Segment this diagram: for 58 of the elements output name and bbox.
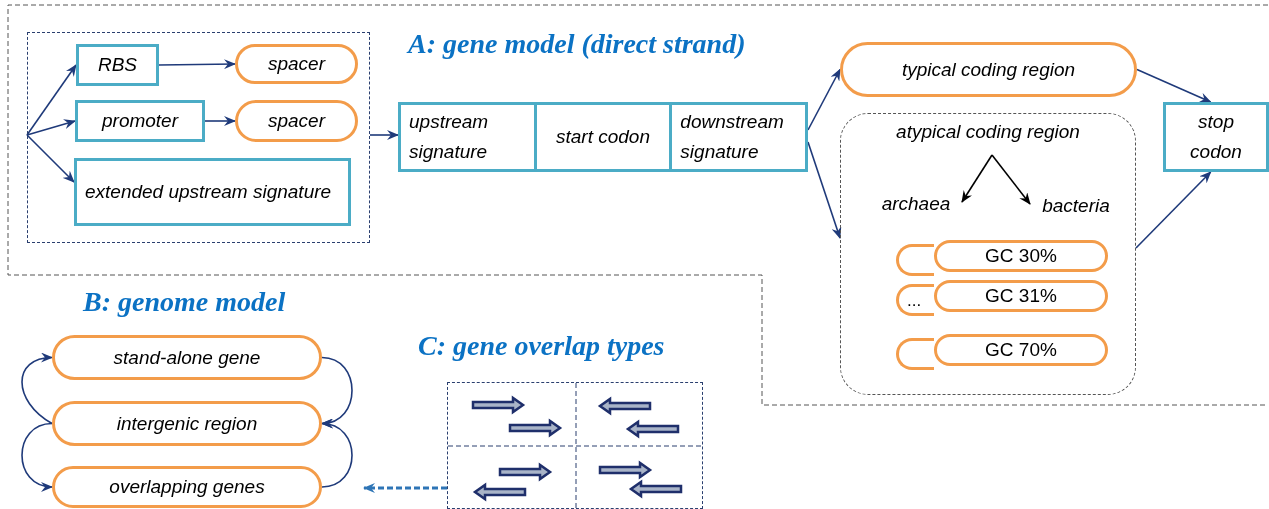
rounded-box [896,244,934,276]
arrow [369,130,399,140]
node-text: stand-alone gene [113,345,261,370]
arrow [1136,68,1212,103]
rounded-box [235,100,358,142]
section-heading: A: gene model (direct strand) [408,30,746,58]
dashed-group-box [27,32,370,243]
node-text: upstream signature [409,110,490,164]
node-text: spacer [268,52,325,76]
node-text: atypical coding region [896,120,1080,144]
arrow [204,116,236,126]
node-text: RBS [97,53,138,77]
rounded-box [840,42,1137,97]
segmented-box [398,102,808,172]
arrow [321,420,353,488]
rounded-box [52,466,322,508]
rounded-box [934,280,1108,312]
section-heading: C: gene overlap types [418,332,665,360]
node-text: GC 31% [985,283,1057,308]
arrow [363,483,447,493]
dashed-group-box [840,113,1136,395]
rounded-box [52,335,322,380]
node-text: start codon [556,125,650,149]
arrow [26,64,77,136]
arrow [807,141,842,239]
arrow [991,154,1031,205]
node-text: extended upstream signature [85,180,333,204]
rounded-box [934,334,1108,366]
node-text: GC 70% [985,337,1057,362]
rounded-box [896,284,934,316]
node-text: intergenic region [116,411,258,436]
node-text: GC 30% [985,243,1057,268]
rounded-box [896,338,934,370]
process-box [1163,102,1269,172]
node-text: bacteria [1042,194,1110,218]
arrow [21,422,53,491]
node-text: ... [907,291,922,309]
arrow [26,119,76,136]
rounded-box [235,44,358,84]
node-text: archaea [881,192,951,216]
process-box [76,44,159,86]
node-text: overlapping genes [109,475,265,499]
node-text: stop codon [1189,110,1243,164]
process-box [75,100,205,142]
arrow [807,68,841,131]
arrow [21,353,53,425]
node-text: promoter [102,109,178,133]
node-text: typical coding region [901,57,1076,82]
process-box [74,158,351,226]
rounded-box [52,401,322,446]
arrow [26,134,75,183]
arrow [1135,171,1212,249]
arrow [158,59,236,70]
node-text: spacer [268,109,325,133]
rounded-box [934,240,1108,272]
section-heading: B: genome model [83,288,286,316]
node-text: downstream signature [680,110,785,164]
arrow [961,154,993,203]
